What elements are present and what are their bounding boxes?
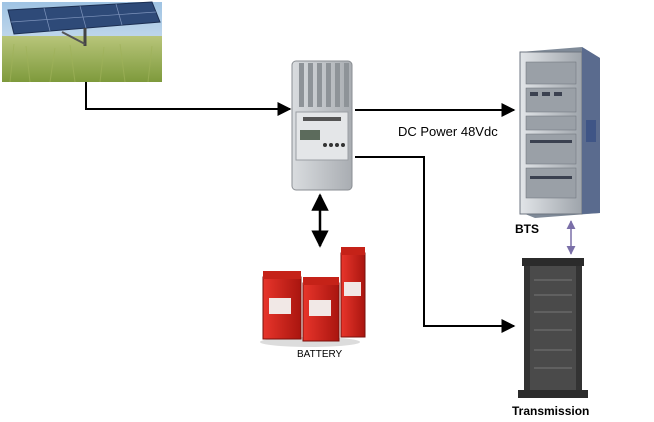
- battery-icon: [260, 247, 366, 347]
- connector-solar-to-controller: [85, 82, 292, 116]
- transmission-rack-icon: [518, 258, 588, 398]
- bts-label: BTS: [515, 222, 539, 236]
- charge-controller-icon: [291, 60, 353, 191]
- solar-panel-icon: [2, 1, 162, 83]
- transmission-label: Transmission: [512, 404, 590, 418]
- dc-power-label: DC Power 48Vdc: [398, 124, 498, 139]
- bts-cabinet-icon: [519, 47, 600, 218]
- connector-controller-to-transmission: [355, 156, 516, 333]
- battery-label: BATTERY: [297, 349, 343, 360]
